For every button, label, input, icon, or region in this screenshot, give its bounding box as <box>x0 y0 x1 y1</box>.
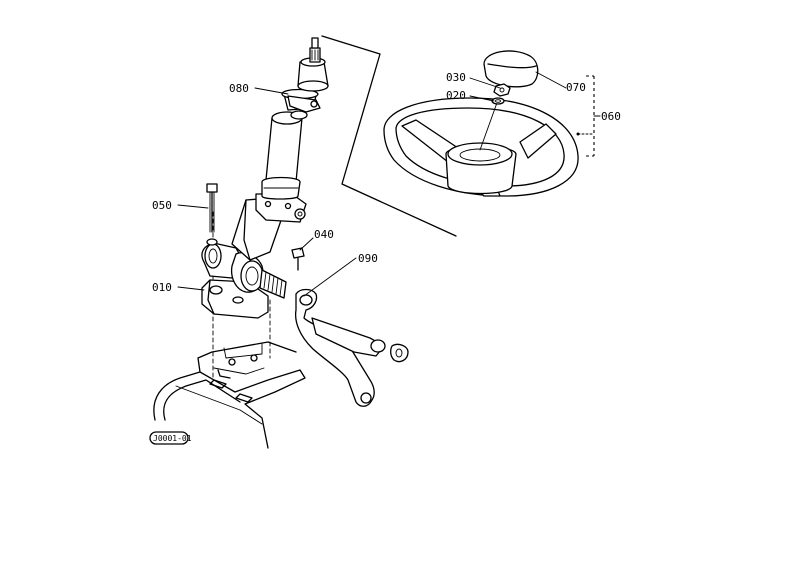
label-050: 050 <box>152 199 172 212</box>
tractor-frame <box>153 341 306 449</box>
steering-column <box>261 37 329 200</box>
steering-gearbox <box>201 193 307 319</box>
label-080: 080 <box>229 82 249 95</box>
leader-lines <box>177 71 567 297</box>
horn-cap <box>483 50 539 88</box>
label-040: 040 <box>314 228 334 241</box>
nut-030 <box>493 83 511 97</box>
pitman-arm <box>294 288 409 407</box>
label-060: 060 <box>601 110 621 123</box>
bolt-050 <box>206 183 218 246</box>
bolt-040 <box>291 247 305 271</box>
steering-wheel <box>383 97 580 197</box>
label-020: 020 <box>446 89 466 102</box>
label-090: 090 <box>358 252 378 265</box>
label-070: 070 <box>566 81 586 94</box>
figure-reference-text: J0001-01 <box>153 434 192 443</box>
group-bracket-060 <box>577 75 601 157</box>
label-010: 010 <box>152 281 172 294</box>
column-to-wheel-leader <box>321 35 457 237</box>
label-030: 030 <box>446 71 466 84</box>
figure-reference-tag: J0001-01 <box>149 431 192 445</box>
